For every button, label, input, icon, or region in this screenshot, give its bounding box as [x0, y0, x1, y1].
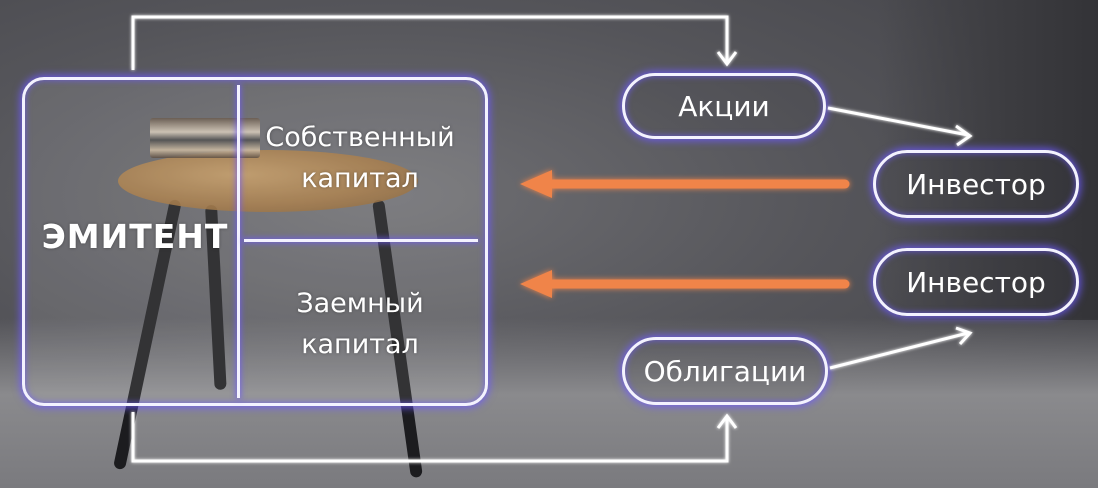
issuer-label: ЭМИТЕНТ [41, 217, 229, 256]
shares-node: Акции [622, 73, 826, 139]
debt-label-line2: капитал [301, 329, 419, 360]
table-top [118, 150, 418, 212]
issuer-divider-vertical [237, 85, 240, 398]
equity-label-line1: Собственный [265, 122, 455, 153]
bonds-label: Облигации [643, 354, 807, 388]
capital-flow-arrow-bottom [520, 270, 850, 298]
books-stack [150, 118, 260, 158]
equity-label: Собственный капитал [248, 117, 472, 199]
capital-flow-arrow-top [520, 170, 850, 198]
connector-issuer-to-shares [131, 15, 738, 70]
investor-node-top: Инвестор [873, 150, 1079, 218]
bonds-node: Облигации [622, 337, 828, 405]
connector-issuer-to-bonds [131, 412, 738, 463]
issuer-divider-horizontal [244, 239, 478, 242]
shares-label: Акции [678, 89, 770, 123]
debt-label: Заемный капитал [248, 283, 472, 365]
investor-label-top: Инвестор [906, 167, 1046, 201]
investor-node-bottom: Инвестор [873, 248, 1079, 316]
investor-label-bottom: Инвестор [906, 265, 1046, 299]
equity-label-line2: капитал [301, 163, 419, 194]
connector-bonds-to-investor [829, 326, 973, 370]
debt-label-line1: Заемный [296, 288, 424, 319]
connector-shares-to-investor [827, 106, 973, 147]
